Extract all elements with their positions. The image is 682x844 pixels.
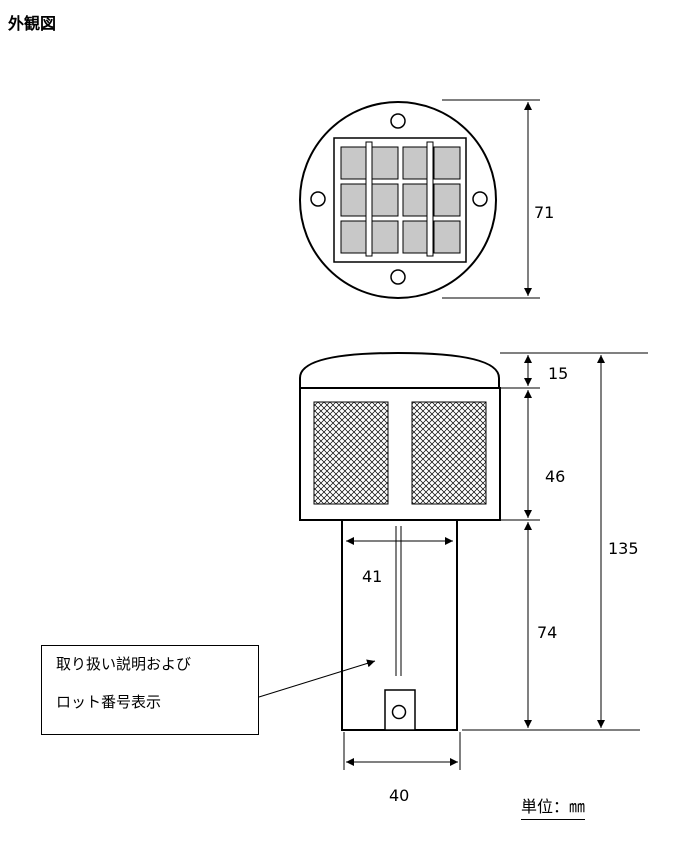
note-line-1: 取り扱い説明および [56, 655, 192, 673]
panel-busbars [365, 141, 434, 257]
mounting-hole-bottom [390, 269, 406, 285]
mounting-hole-left [310, 191, 326, 207]
dimension-71 [442, 99, 540, 299]
top-view [299, 101, 497, 299]
reflector-right [411, 401, 487, 505]
dim-label-71: 71 [534, 203, 554, 222]
unit-label: 単位：㎜ [521, 793, 586, 820]
dim-label-41: 41 [362, 567, 382, 586]
dim-label-135: 135 [608, 539, 639, 558]
reflector-left [313, 401, 389, 505]
dimension-lines-side [258, 352, 648, 770]
diagram-title: 外観図 [8, 14, 57, 33]
mounting-hole-top [390, 113, 406, 129]
dim-label-74: 74 [537, 623, 557, 642]
label-note-box: 取り扱い説明および ロット番号表示 [41, 645, 259, 735]
note-line-2: ロット番号表示 [56, 693, 162, 711]
dim-label-15: 15 [548, 364, 568, 383]
side-view [299, 351, 501, 731]
lot-plate-hole [391, 704, 407, 720]
dim-label-46: 46 [545, 467, 565, 486]
dim-label-40: 40 [389, 786, 409, 805]
cap-dome [299, 351, 500, 389]
mounting-hole-right [472, 191, 488, 207]
